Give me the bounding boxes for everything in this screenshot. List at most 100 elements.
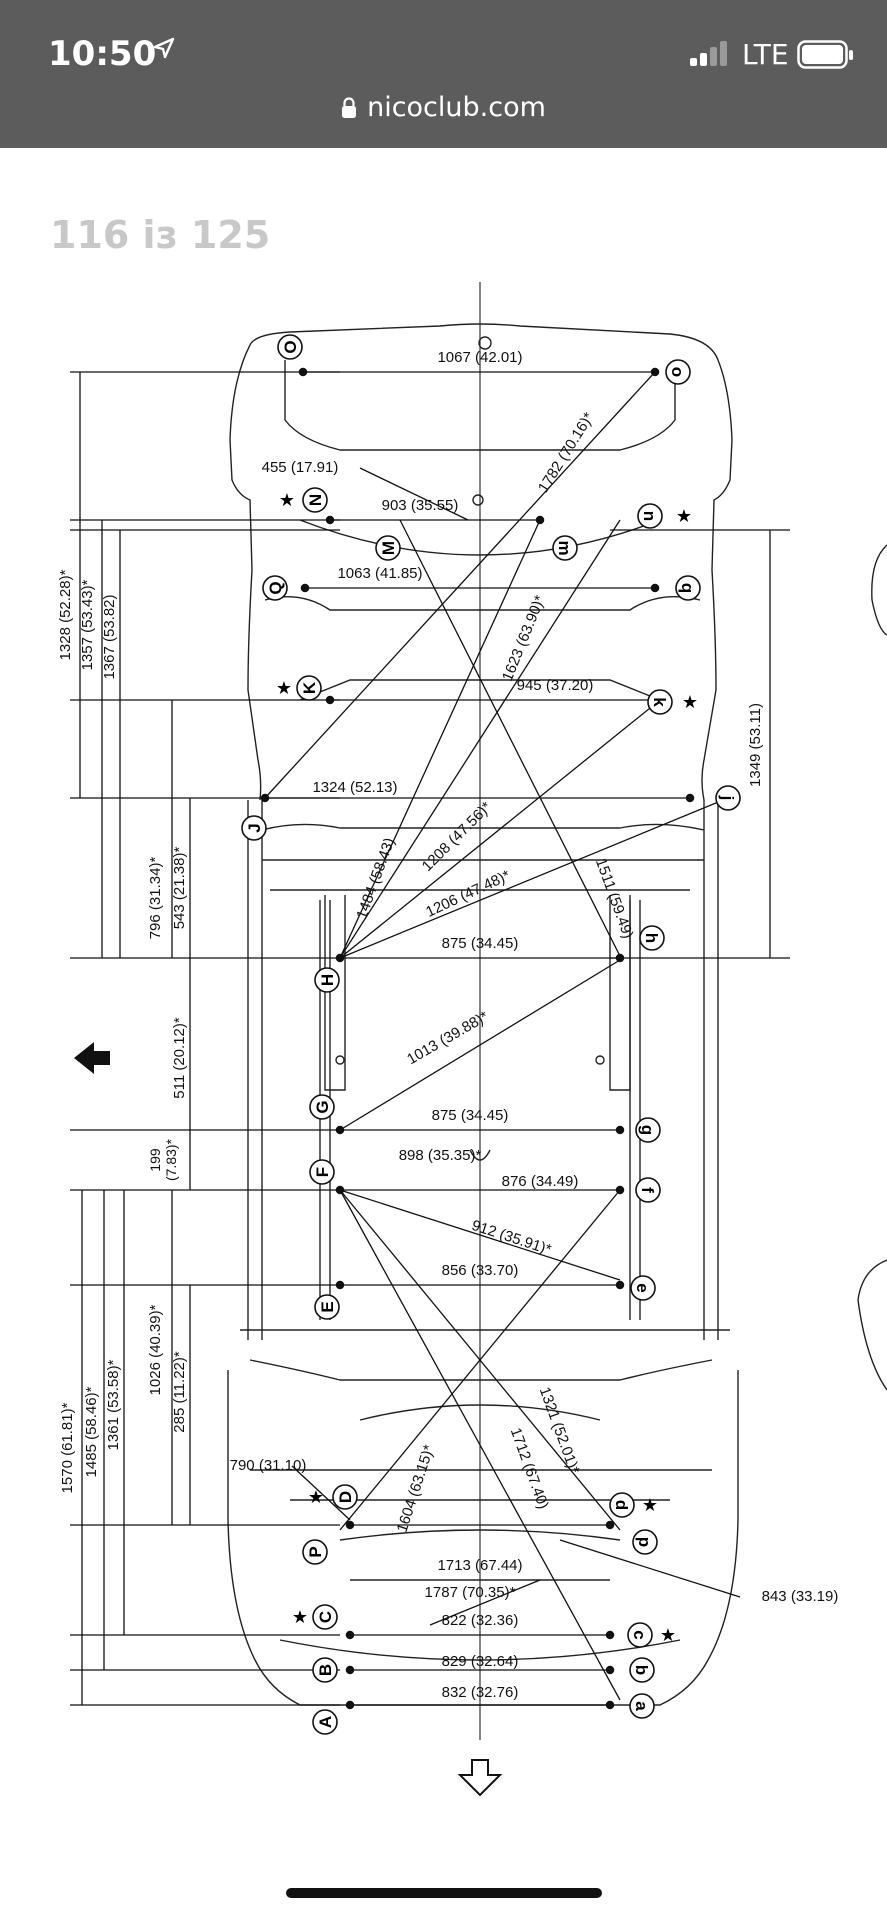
svg-text:N: N bbox=[306, 494, 325, 506]
diagonal-dimension-line bbox=[399, 519, 623, 961]
point-label-a: a bbox=[629, 1693, 655, 1719]
url-text: nicoclub.com bbox=[367, 92, 546, 123]
leader-line bbox=[429, 1579, 541, 1626]
point-label-G: G bbox=[309, 1094, 335, 1120]
diagonal-dimension-label: 1321 (52.01)* bbox=[536, 1385, 583, 1476]
svg-text:E: E bbox=[318, 1301, 337, 1312]
svg-text:p: p bbox=[635, 1537, 654, 1547]
svg-text:j: j bbox=[718, 795, 737, 801]
measure-point-dot bbox=[615, 1280, 625, 1290]
diagonal-dimension-line bbox=[339, 519, 621, 959]
svg-text:P: P bbox=[306, 1546, 325, 1557]
diagonal-dimension-label: 1782 (70.16)* bbox=[535, 409, 598, 495]
svg-text:H: H bbox=[318, 974, 337, 986]
svg-text:K: K bbox=[300, 681, 319, 694]
horizontal-dimension-label: 1324 (52.13) bbox=[312, 779, 397, 796]
point-label-p: p bbox=[632, 1529, 658, 1555]
svg-text:B: B bbox=[316, 1664, 335, 1676]
svg-text:e: e bbox=[633, 1283, 652, 1292]
diagonal-dimension-line bbox=[339, 797, 729, 959]
down-arrow-icon bbox=[457, 1759, 503, 1797]
horizontal-dimension-label: 1787 (70.35)* bbox=[425, 1584, 516, 1601]
point-label-N: N bbox=[302, 487, 328, 513]
star-icon: ★ bbox=[292, 1607, 308, 1627]
svg-text:J: J bbox=[245, 823, 264, 832]
diagonal-dimension-line bbox=[339, 1189, 621, 1281]
horizontal-dimension-label: 455 (17.91) bbox=[262, 459, 339, 476]
svg-text:F: F bbox=[313, 1167, 332, 1177]
horizontal-dimension-label: 832 (32.76) bbox=[442, 1684, 519, 1701]
point-label-h: h bbox=[639, 925, 665, 951]
url-bar[interactable]: nicoclub.com bbox=[0, 92, 887, 123]
point-label-j: j bbox=[715, 785, 741, 811]
measure-point-dot bbox=[345, 1630, 355, 1640]
svg-text:A: A bbox=[316, 1716, 335, 1728]
vertical-dimension-label: 796 (31.34)* bbox=[147, 857, 164, 940]
star-icon: ★ bbox=[279, 490, 295, 510]
star-icon: ★ bbox=[676, 506, 692, 526]
status-bar: 10:50 LTE nicoclub.com bbox=[0, 0, 887, 148]
status-time: 10:50 bbox=[48, 34, 157, 74]
vertical-dimension-label: 1349 (53.11) bbox=[747, 703, 764, 787]
measure-point-dot bbox=[605, 1520, 615, 1530]
horizontal-dimension-label: 790 (31.10) bbox=[230, 1457, 307, 1474]
point-label-q: q bbox=[675, 575, 701, 601]
vertical-dimension-label: 543 (21.38)* bbox=[171, 847, 188, 930]
body-dimension-diagram: ONMQKJHGFEDPCBAonmqkjhgfedpcba★★★★★★★★10… bbox=[57, 282, 887, 1797]
diagonal-dimension-line bbox=[339, 1189, 621, 1701]
vertical-dimension-label: (7.83)* bbox=[163, 1138, 179, 1181]
measure-point-dot bbox=[605, 1665, 615, 1675]
point-label-e: e bbox=[630, 1275, 656, 1301]
point-label-E: E bbox=[314, 1294, 340, 1320]
diagonal-dimension-label: 912 (35.91)* bbox=[470, 1217, 554, 1259]
point-label-O: O bbox=[277, 334, 303, 360]
horizontal-dimension-label: 843 (33.19) bbox=[762, 1588, 839, 1605]
vertical-dimension-label: 1026 (40.39)* bbox=[147, 1304, 164, 1395]
star-icon: ★ bbox=[660, 1625, 676, 1645]
horizontal-dimension-label: 1067 (42.01) bbox=[437, 349, 522, 366]
point-label-J: J bbox=[241, 815, 267, 841]
vertical-dimension-label: 1570 (61.81)* bbox=[59, 1402, 76, 1493]
point-label-g: g bbox=[635, 1117, 661, 1143]
diagonal-dimension-line bbox=[339, 519, 541, 959]
horizontal-dimension-label: 856 (33.70) bbox=[442, 1262, 519, 1279]
star-icon: ★ bbox=[642, 1495, 658, 1515]
svg-text:h: h bbox=[642, 933, 661, 943]
svg-text:b: b bbox=[632, 1665, 651, 1675]
point-label-m: m bbox=[552, 535, 578, 561]
point-label-M: M bbox=[375, 535, 401, 561]
leader-line bbox=[559, 1539, 741, 1598]
point-label-d: d bbox=[609, 1492, 635, 1518]
point-label-k: k bbox=[647, 689, 673, 715]
home-indicator[interactable] bbox=[286, 1888, 602, 1898]
horizontal-dimension-label: 876 (34.49) bbox=[502, 1173, 579, 1190]
vertical-dimension-label: 285 (11.22)* bbox=[171, 1351, 188, 1433]
carrier-label: LTE bbox=[742, 38, 789, 71]
point-label-D: D bbox=[332, 1484, 358, 1510]
horizontal-dimension-label: 829 (32.64) bbox=[442, 1653, 519, 1670]
svg-text:m: m bbox=[555, 540, 574, 555]
svg-text:q: q bbox=[678, 583, 697, 593]
page-counter: 116 із 125 bbox=[50, 213, 271, 257]
svg-text:c: c bbox=[630, 1630, 649, 1639]
point-label-c: c bbox=[627, 1622, 653, 1648]
diagonal-dimension-line bbox=[339, 699, 661, 959]
diagonal-dimension-line bbox=[339, 959, 621, 1131]
svg-text:d: d bbox=[612, 1500, 631, 1510]
horizontal-dimension-label: 875 (34.45) bbox=[442, 935, 519, 952]
svg-text:M: M bbox=[379, 541, 398, 555]
point-label-n: n bbox=[637, 503, 663, 529]
horizontal-dimension-label: 1063 (41.85) bbox=[337, 565, 422, 582]
vertical-dimension-label: 1367 (53.82) bbox=[101, 594, 118, 679]
measure-point-dot bbox=[605, 1700, 615, 1710]
lock-icon bbox=[342, 97, 357, 118]
measure-point-dot bbox=[345, 1665, 355, 1675]
svg-text:a: a bbox=[632, 1701, 651, 1711]
location-arrow-icon bbox=[153, 37, 175, 59]
svg-text:D: D bbox=[336, 1491, 355, 1503]
point-label-P: P bbox=[302, 1539, 328, 1565]
signal-bars-icon bbox=[690, 41, 727, 66]
point-label-F: F bbox=[309, 1159, 335, 1185]
horizontal-dimension-label: 875 (34.45) bbox=[432, 1107, 509, 1124]
diagonal-dimension-label: 1206 (47.48)* bbox=[423, 867, 513, 921]
